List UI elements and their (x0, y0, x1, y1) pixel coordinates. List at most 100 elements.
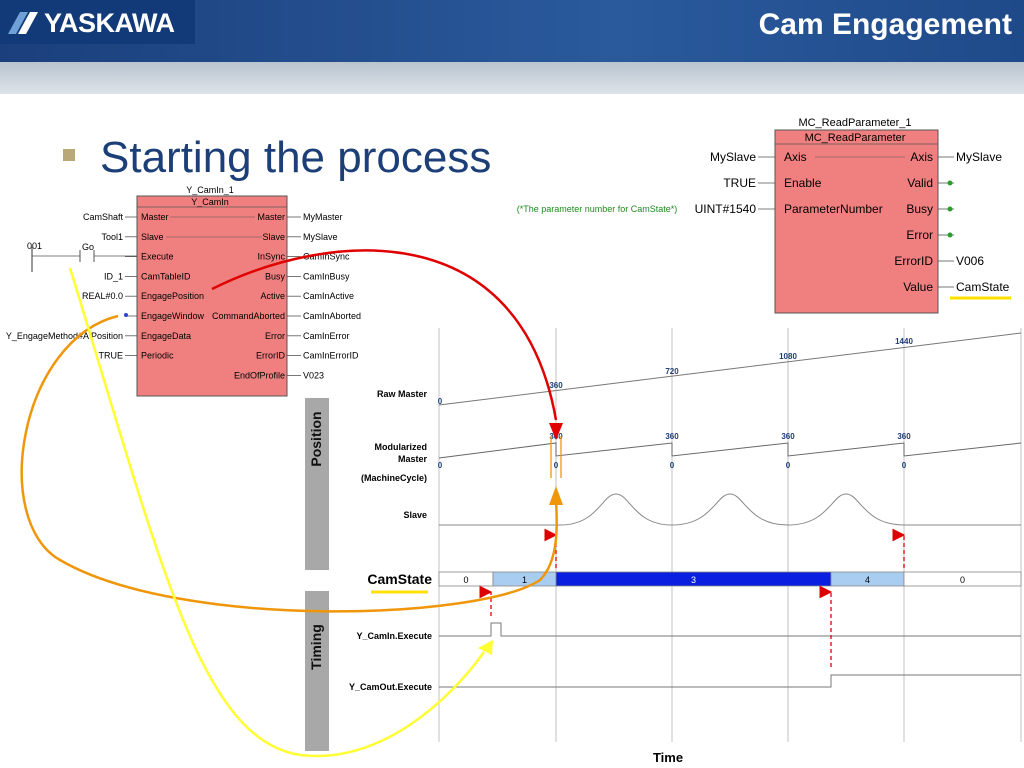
readparam-input-wire: TRUE (723, 176, 756, 190)
camin-output-wire: CamInAborted (303, 311, 361, 321)
camin-output-wire: CamInErrorID (303, 351, 359, 361)
camin-input-pin: CamTableID (141, 271, 191, 281)
camstate-segment-label: 0 (463, 575, 468, 585)
slave-trace (439, 493, 1021, 526)
camout-execute-label: Y_CamOut.Execute (349, 682, 432, 692)
camin-output-pin: ErrorID (256, 351, 286, 361)
readparam-output-pin: Error (906, 228, 933, 242)
camin-input-wire: Y_EngageMethod#A Position (6, 331, 123, 341)
camin-input-pin: Slave (141, 232, 164, 242)
camin-input-pin: EngagePosition (141, 291, 204, 301)
mod-master-peak-label: 360 (665, 432, 679, 441)
readparam-input-pin: Axis (784, 150, 807, 164)
camin-output-pin: Error (265, 331, 285, 341)
readparam-instance-name: MC_ReadParameter_1 (798, 117, 911, 129)
camstate-label: CamState (367, 571, 432, 587)
readparam-output-pin: Valid (907, 176, 933, 190)
camin-input-wire: CamShaft (83, 212, 124, 222)
camin-output-wire: V023 (303, 370, 324, 380)
camin-output-pin: Master (257, 212, 285, 222)
camin-output-wire: CamInActive (303, 291, 354, 301)
camin-execute-trace (439, 622, 1021, 637)
camin-type-name: Y_CamIn (191, 197, 229, 207)
mod-master-zero-label: 0 (902, 461, 907, 470)
engage-position-arrow (211, 249, 558, 421)
readparam-output-pin: Value (903, 280, 933, 294)
slide-title: Cam Engagement (758, 8, 1012, 41)
camin-input-pin: Execute (141, 252, 174, 262)
camin-output-pin: CommandAborted (212, 311, 285, 321)
bullet-icon (63, 149, 75, 161)
camin-output-pin: Slave (262, 232, 285, 242)
camstate-segment-label: 1 (522, 575, 527, 585)
readparam-output-pin: Busy (906, 202, 933, 216)
raw-master-tick-label: 360 (549, 381, 563, 390)
readparam-input-wire: MySlave (710, 150, 756, 164)
raw-master-tick-label: 1080 (779, 352, 797, 361)
slave-label: Slave (403, 510, 427, 520)
camin-block-body (136, 195, 288, 397)
time-axis-label: Time (653, 750, 683, 765)
readparam-type-name: MC_ReadParameter (805, 132, 906, 144)
camin-output-wire: MyMaster (303, 212, 343, 222)
readparam-output-pin: ErrorID (894, 254, 933, 268)
output-status-dot (947, 232, 953, 238)
position-section-box (305, 398, 329, 570)
camin-output-wire: CamInError (303, 331, 350, 341)
camin-input-pin: EngageData (141, 331, 191, 341)
camout-execute-trace (439, 674, 1021, 688)
camin-output-pin: EndOfProfile (234, 370, 285, 380)
mod-master-zero-label: 0 (786, 461, 791, 470)
camin-output-pin: InSync (257, 252, 285, 262)
timing-section-box (305, 591, 329, 751)
camin-input-wire: REAL#0.0 (82, 291, 123, 301)
camstate-segment-label: 4 (865, 575, 870, 585)
camin-output-pin: Active (260, 291, 285, 301)
readparam-input-wire: UINT#1540 (695, 202, 757, 216)
camin-input-pin: EngageWindow (141, 311, 205, 321)
camin-input-wire: ID_1 (104, 271, 123, 281)
camin-instance-name: Y_CamIn_1 (186, 185, 234, 195)
camin-input-wire: Tool1 (101, 232, 123, 242)
camstate-segment (903, 571, 1022, 587)
mod-master-label-1: Modularized (374, 442, 427, 452)
camin-output-wire: CamInBusy (303, 271, 350, 281)
mod-master-zero-label: 0 (670, 461, 675, 470)
camin-execute-label: Y_CamIn.Execute (356, 631, 432, 641)
readparam-block-body (774, 129, 939, 314)
readparameter-function-block: MC_ReadParameter_1 MC_ReadParameter Axis… (517, 117, 1011, 314)
mod-master-peak-label: 360 (781, 432, 795, 441)
camin-output-wire: CamInSync (303, 252, 350, 262)
raw-master-tick-label: 0 (438, 397, 443, 406)
raw-master-tick-label: 720 (665, 367, 679, 376)
camin-output-pin: Busy (265, 271, 286, 281)
readparam-output-wire: V006 (956, 254, 984, 268)
mod-master-zero-label: 0 (438, 461, 443, 470)
mod-master-zero-label: 0 (554, 461, 559, 470)
camin-input-wire: TRUE (99, 351, 124, 361)
logo: YASKAWA (0, 0, 195, 44)
bullet-heading: Starting the process (100, 133, 492, 182)
camstate-segment-label: 0 (960, 575, 965, 585)
execute-arrow (68, 267, 486, 758)
engage-window-arrow (20, 314, 559, 613)
readparam-input-pin: Enable (784, 176, 822, 190)
contact-name: Go (82, 242, 94, 252)
output-status-dot (947, 180, 953, 186)
raw-master-label: Raw Master (377, 389, 428, 399)
mod-master-label-2: Master (398, 454, 428, 464)
brand-name: YASKAWA (44, 8, 175, 38)
readparam-output-pin: Axis (910, 150, 933, 164)
raw-master-trace (438, 332, 1022, 406)
camin-input-pin: Periodic (141, 351, 174, 361)
mod-master-label-3: (MachineCycle) (361, 473, 427, 483)
camin-input-pin: Master (141, 212, 169, 222)
mod-master-peak-label: 360 (897, 432, 911, 441)
readparam-input-pin: ParameterNumber (784, 202, 883, 216)
output-status-dot (947, 206, 953, 212)
mod-master-trace (438, 442, 1022, 459)
